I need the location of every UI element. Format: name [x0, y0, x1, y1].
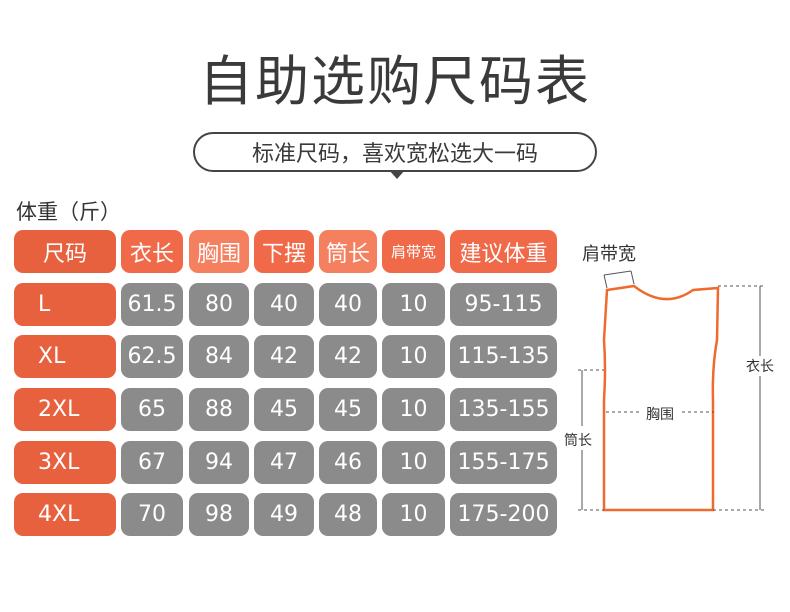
value-cell-length: 67 — [121, 441, 183, 484]
diagram-label-tube-length: 筒长 — [564, 433, 592, 449]
value-cell-strap-width: 10 — [382, 441, 445, 484]
header-length: 衣长 — [121, 230, 183, 273]
value-cell-tube-length: 46 — [319, 441, 377, 484]
subtitle-banner: 标准尺码，喜欢宽松选大一码 — [193, 132, 597, 172]
diagram-label-chest: 胸围 — [646, 407, 674, 423]
strap-dim-left — [603, 274, 608, 289]
value-cell-strap-width: 10 — [382, 335, 445, 378]
value-cell-chest: 84 — [189, 335, 249, 378]
size-cell: 4XL — [14, 493, 116, 536]
value-cell-tube-length: 45 — [319, 388, 377, 431]
header-weight: 建议体重 — [450, 230, 557, 273]
value-cell-tube-length: 42 — [319, 335, 377, 378]
value-cell-chest: 80 — [189, 283, 249, 326]
value-cell-hem: 49 — [254, 493, 314, 536]
size-cell: 3XL — [14, 441, 116, 484]
value-cell-length: 61.5 — [121, 283, 183, 326]
subtitle-text: 标准尺码，喜欢宽松选大一码 — [251, 142, 538, 167]
diagram-label-shoulder-strap: 肩带宽 — [582, 244, 636, 265]
value-cell-weight: 95-115 — [450, 283, 557, 326]
value-cell-chest: 94 — [189, 441, 249, 484]
header-hem: 下摆 — [254, 230, 314, 273]
value-cell-weight: 115-135 — [450, 335, 557, 378]
header-tube-length: 筒长 — [319, 230, 377, 273]
tank-top-diagram: 肩带宽 衣长 胸围 筒长 — [560, 228, 790, 528]
size-cell: XL — [14, 335, 116, 378]
value-cell-hem: 40 — [254, 283, 314, 326]
value-cell-weight: 155-175 — [450, 441, 557, 484]
value-cell-length: 62.5 — [121, 335, 183, 378]
tank-top-shape — [602, 284, 720, 512]
value-cell-strap-width: 10 — [382, 283, 445, 326]
banner-pointer — [389, 170, 405, 179]
value-cell-strap-width: 10 — [382, 388, 445, 431]
size-cell: L — [14, 283, 116, 326]
value-cell-tube-length: 48 — [319, 493, 377, 536]
value-cell-weight: 135-155 — [450, 388, 557, 431]
value-cell-strap-width: 10 — [382, 493, 445, 536]
header-chest: 胸围 — [189, 230, 249, 273]
value-cell-weight: 175-200 — [450, 493, 557, 536]
tank-top-outline — [578, 270, 764, 512]
value-cell-hem: 47 — [254, 441, 314, 484]
value-cell-tube-length: 40 — [319, 283, 377, 326]
value-cell-chest: 98 — [189, 493, 249, 536]
header-strap-width: 肩带宽 — [382, 230, 445, 273]
weight-unit-label: 体重（斤） — [16, 200, 121, 224]
strap-dim-right — [630, 270, 635, 285]
page-title: 自助选购尺码表 — [199, 50, 591, 113]
value-cell-chest: 88 — [189, 388, 249, 431]
strap-dim-line — [603, 270, 632, 276]
value-cell-length: 70 — [121, 493, 183, 536]
size-cell: 2XL — [14, 388, 116, 431]
value-cell-length: 65 — [121, 388, 183, 431]
diagram-label-length: 衣长 — [746, 359, 774, 375]
value-cell-hem: 42 — [254, 335, 314, 378]
header-size: 尺码 — [14, 230, 116, 273]
value-cell-hem: 45 — [254, 388, 314, 431]
